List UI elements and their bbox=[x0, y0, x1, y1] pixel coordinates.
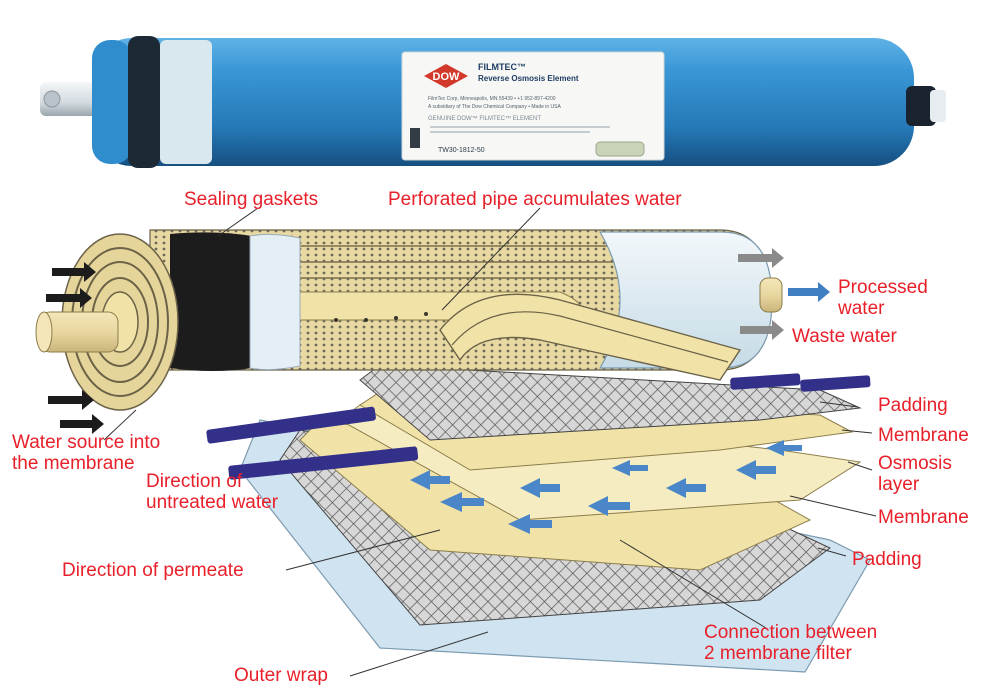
permeate-outlet-pipe bbox=[760, 278, 782, 312]
label-water-source-line2: the membrane bbox=[12, 453, 160, 474]
inlet-arrow-icon bbox=[60, 414, 104, 434]
processed-water-arrow-icon bbox=[788, 282, 830, 302]
label-sealing-gaskets: Sealing gaskets bbox=[184, 189, 318, 210]
label-processed-water: Processed water bbox=[838, 277, 928, 319]
label-osmosis-layer: Osmosis layer bbox=[878, 453, 952, 495]
label-direction-untreated: Direction of untreated water bbox=[146, 471, 278, 513]
label-direction-permeate: Direction of permeate bbox=[62, 560, 244, 581]
sealing-gasket bbox=[170, 232, 252, 371]
label-water-source-line1: Water source into bbox=[12, 432, 160, 453]
label-processed-water-line1: Processed bbox=[838, 277, 928, 298]
label-padding-top: Padding bbox=[878, 395, 948, 416]
label-osmosis-layer-line1: Osmosis bbox=[878, 453, 952, 474]
end-cap-band bbox=[250, 234, 300, 369]
label-direction-untreated-line2: untreated water bbox=[146, 492, 278, 513]
label-perforated-pipe: Perforated pipe accumulates water bbox=[388, 189, 682, 210]
label-water-source: Water source into the membrane bbox=[12, 432, 160, 474]
label-membrane-top: Membrane bbox=[878, 425, 969, 446]
label-osmosis-layer-line2: layer bbox=[878, 474, 952, 495]
label-processed-water-line2: water bbox=[838, 298, 928, 319]
label-connection: Connection between 2 membrane filter bbox=[704, 622, 877, 664]
label-connection-line1: Connection between bbox=[704, 622, 877, 643]
label-direction-untreated-line1: Direction of bbox=[146, 471, 278, 492]
label-connection-line2: 2 membrane filter bbox=[704, 643, 877, 664]
label-waste-water: Waste water bbox=[792, 326, 897, 347]
label-padding-bottom: Padding bbox=[852, 549, 922, 570]
label-outer-wrap: Outer wrap bbox=[234, 665, 328, 686]
label-membrane-bottom: Membrane bbox=[878, 507, 969, 528]
